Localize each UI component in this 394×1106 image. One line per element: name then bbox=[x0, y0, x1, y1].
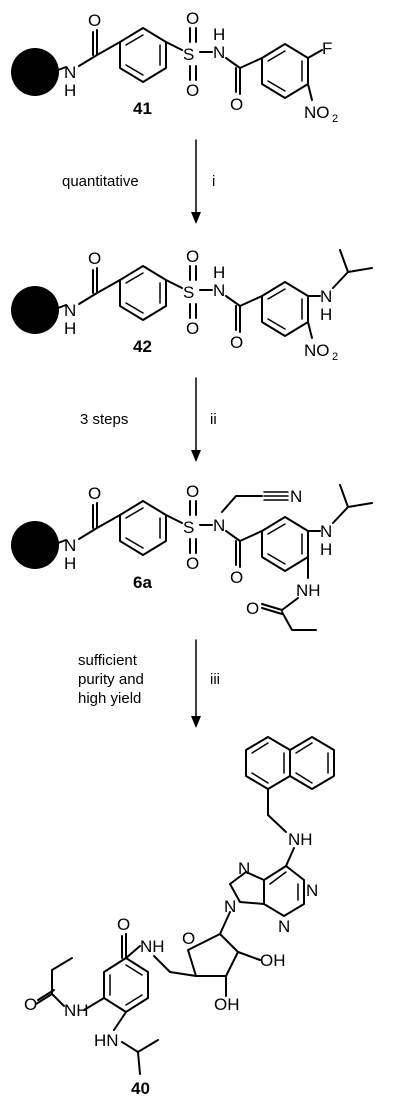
compound-label-42: 42 bbox=[133, 337, 152, 356]
reagent-label: i bbox=[212, 173, 215, 190]
atom-NH: NH bbox=[140, 937, 165, 956]
atom-O: O bbox=[186, 482, 199, 501]
subscript-2: 2 bbox=[332, 351, 338, 363]
atom-O: O bbox=[117, 915, 130, 934]
atom-O: O bbox=[186, 81, 199, 100]
solid-support-bead bbox=[11, 48, 59, 96]
solid-support-bead bbox=[11, 286, 59, 334]
atom-H: H bbox=[320, 540, 332, 559]
compound-41: N H O S O O N H O F NO 2 41 bbox=[11, 9, 338, 125]
atom-H: H bbox=[213, 263, 225, 282]
atom-NH: NH bbox=[288, 830, 313, 849]
atom-N: N bbox=[213, 281, 225, 300]
step-iii: sufficient purity and high yield iii bbox=[78, 639, 220, 728]
atom-N: N bbox=[213, 43, 225, 62]
atom-N: N bbox=[224, 897, 236, 916]
atom-O: O bbox=[186, 247, 199, 266]
atom-N: N bbox=[320, 522, 332, 541]
atom-O: O bbox=[24, 995, 37, 1014]
step-ii: 3 steps ii bbox=[80, 377, 217, 462]
atom-O: O bbox=[88, 11, 101, 30]
atom-F: F bbox=[322, 39, 332, 58]
atom-O: O bbox=[186, 319, 199, 338]
compound-label-41: 41 bbox=[133, 99, 152, 118]
atom-O: O bbox=[246, 599, 259, 618]
atom-O: O bbox=[182, 929, 195, 948]
condition-line: high yield bbox=[78, 690, 141, 707]
atom-H: H bbox=[320, 305, 332, 324]
atom-S: S bbox=[183, 45, 194, 64]
atom-N: N bbox=[290, 487, 302, 506]
atom-H: H bbox=[64, 319, 76, 338]
subscript-2: 2 bbox=[332, 113, 338, 125]
atom-O: O bbox=[230, 568, 243, 587]
condition-text: 3 steps bbox=[80, 411, 128, 428]
atom-S: S bbox=[183, 283, 194, 302]
atom-O: O bbox=[88, 484, 101, 503]
atom-H: H bbox=[64, 554, 76, 573]
atom-HN: HN bbox=[94, 1031, 119, 1050]
atom-NO: NO bbox=[304, 341, 330, 360]
atom-S: S bbox=[183, 518, 194, 537]
compound-6a: N H O S O O N N O N H NH O 6a bbox=[11, 482, 373, 631]
atom-NH: N bbox=[320, 287, 332, 306]
atom-H: H bbox=[213, 25, 225, 44]
compound-label-40: 40 bbox=[131, 1079, 150, 1098]
atom-H: H bbox=[64, 81, 76, 100]
atom-O: O bbox=[88, 249, 101, 268]
compound-40: NH N N N N O OH OH NH O NH O HN 40 bbox=[24, 736, 335, 1098]
condition-text: quantitative bbox=[62, 173, 139, 190]
atom-N: N bbox=[238, 859, 250, 878]
atom-N: N bbox=[278, 917, 290, 936]
atom-N: N bbox=[306, 881, 318, 900]
atom-OH: OH bbox=[260, 951, 286, 970]
atom-O: O bbox=[186, 554, 199, 573]
atom-NO: NO bbox=[304, 103, 330, 122]
atom-N: N bbox=[64, 63, 76, 82]
atom-NH: NH bbox=[296, 581, 321, 600]
atom-O: O bbox=[186, 9, 199, 28]
atom-N: N bbox=[64, 301, 76, 320]
solid-support-bead bbox=[11, 521, 59, 569]
step-i: quantitative i bbox=[62, 139, 215, 224]
reagent-label: ii bbox=[210, 411, 217, 428]
reagent-label: iii bbox=[210, 671, 220, 688]
atom-NH: NH bbox=[64, 1001, 89, 1020]
compound-42: N H O S O O N H O N H NO 2 42 bbox=[11, 247, 373, 363]
condition-line: sufficient bbox=[78, 652, 138, 669]
atom-O: O bbox=[230, 95, 243, 114]
condition-line: purity and bbox=[78, 671, 144, 688]
atom-OH: OH bbox=[214, 995, 240, 1014]
atom-N: N bbox=[64, 536, 76, 555]
atom-N: N bbox=[213, 516, 225, 535]
atom-O: O bbox=[230, 333, 243, 352]
compound-label-6a: 6a bbox=[133, 573, 152, 592]
